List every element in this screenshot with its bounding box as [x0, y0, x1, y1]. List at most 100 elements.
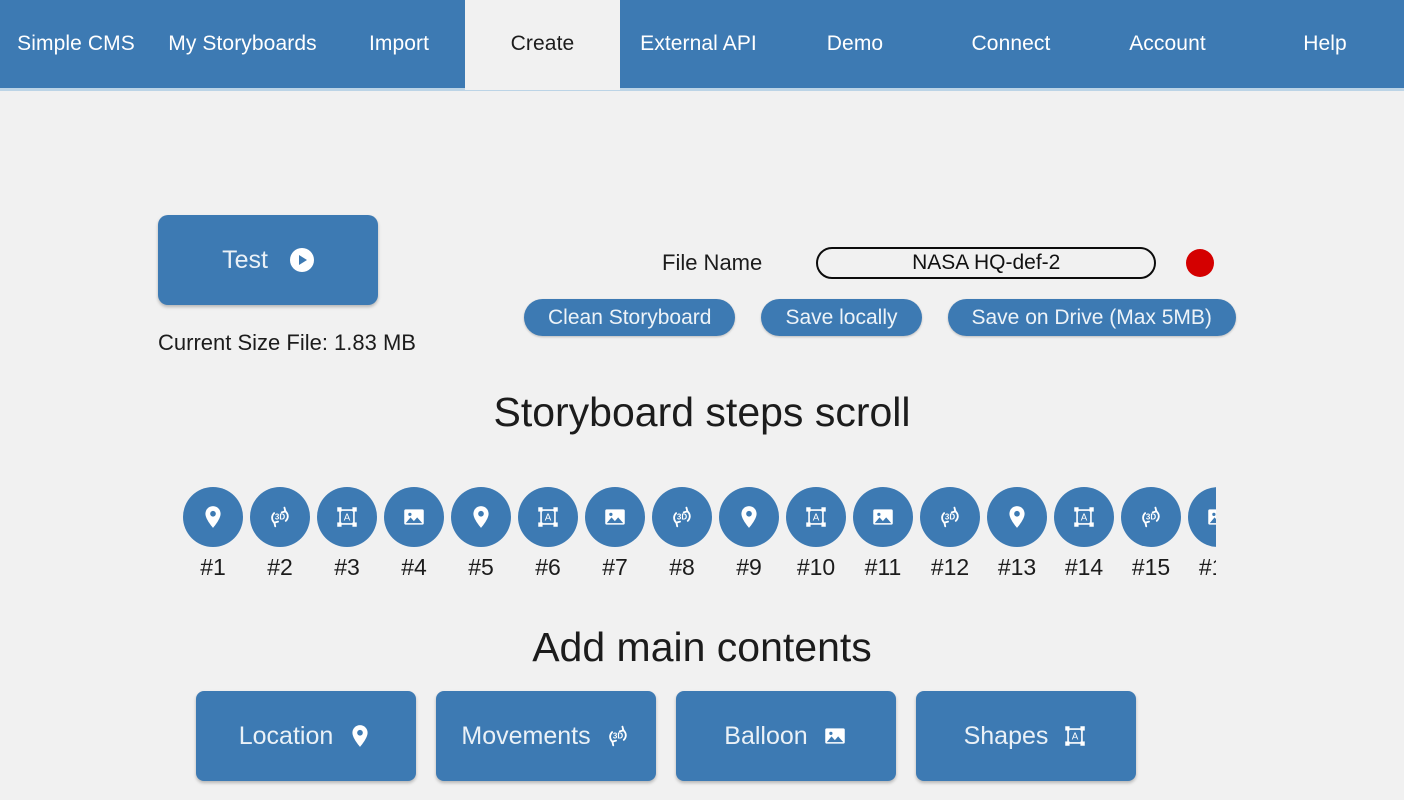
current-size-file-text: Current Size File: 1.83 MB [158, 330, 416, 355]
svg-text:3D: 3D [612, 732, 622, 741]
nav-item-my-storyboards[interactable]: My Storyboards [152, 0, 333, 90]
shapes-icon: A [1062, 723, 1088, 749]
nav-item-account[interactable]: Account [1089, 0, 1246, 90]
nav-item-help[interactable]: Help [1246, 0, 1404, 90]
storyboard-step[interactable]: 3D #15 [1121, 487, 1181, 581]
page-body: Test Current Size File: 1.83 MB File Nam… [0, 91, 1404, 797]
step-circle[interactable]: A [518, 487, 578, 547]
test-button[interactable]: Test [158, 215, 378, 305]
step-circle[interactable]: 3D [652, 487, 712, 547]
step-label: #13 [997, 554, 1037, 580]
add-main-contents-title: Add main contents [532, 624, 872, 670]
nav-item-label: Account [1129, 32, 1206, 55]
test-button-label: Test [222, 245, 268, 274]
storyboard-step[interactable]: A#3 [317, 487, 377, 581]
storyboard-step[interactable]: #4 [384, 487, 444, 581]
step-circle[interactable]: A [1054, 487, 1114, 547]
step-label: #7 [602, 554, 628, 580]
storyboard-step[interactable]: A #14 [1054, 487, 1114, 581]
step-label: #16 [1198, 554, 1216, 580]
nav-item-connect[interactable]: Connect [933, 0, 1089, 90]
storyboard-step[interactable]: #5 [451, 487, 511, 581]
step-label: #11 [864, 554, 902, 580]
status-indicator-dot [1186, 249, 1215, 277]
storyboard-step[interactable]: A#6 [518, 487, 578, 581]
svg-text:3D: 3D [1146, 513, 1156, 522]
nav-item-create[interactable]: Create [465, 0, 620, 90]
storyboard-steps-title: Storyboard steps scroll [493, 389, 911, 435]
step-circle[interactable]: 3D [250, 487, 310, 547]
step-circle[interactable]: 3D [1121, 487, 1181, 547]
shapes-icon: A [1071, 504, 1097, 530]
svg-text:A: A [1072, 732, 1079, 743]
step-circle[interactable] [719, 487, 779, 547]
save-on-drive-button[interactable]: Save on Drive (Max 5MB) [947, 299, 1236, 336]
step-label: #14 [1064, 554, 1104, 580]
storyboard-step[interactable]: 3D#8 [652, 487, 712, 581]
step-circle[interactable]: A [317, 487, 377, 547]
rotate-3d-icon: 3D [267, 504, 293, 530]
nav-item-import[interactable]: Import [333, 0, 465, 90]
clean-storyboard-button[interactable]: Clean Storyboard [524, 299, 736, 336]
nav-item-label: My Storyboards [168, 32, 317, 55]
save-actions-row: Clean Storyboard Save locally Save on Dr… [524, 299, 1236, 336]
top-navigation-bar: Simple CMS My Storyboards Import Create Exte… [0, 0, 1404, 91]
nav-item-label: Import [368, 32, 430, 55]
step-label: #9 [736, 554, 762, 580]
svg-text:3D: 3D [945, 513, 955, 522]
step-circle[interactable] [451, 487, 511, 547]
storyboard-step[interactable]: #11 [853, 487, 913, 581]
nav-item-simple-cms[interactable]: Simple CMS [0, 0, 152, 90]
nav-item-label: Create [510, 32, 575, 55]
image-icon [822, 723, 848, 749]
step-label: #15 [1131, 554, 1171, 580]
step-circle[interactable]: 3D [920, 487, 980, 547]
save-locally-button[interactable]: Save locally [761, 299, 922, 336]
add-location-button[interactable]: Location [196, 691, 416, 781]
storyboard-step[interactable]: A #10 [786, 487, 846, 581]
step-label: #10 [796, 554, 836, 580]
step-circle[interactable]: A [786, 487, 846, 547]
nav-item-label: Help [1303, 32, 1347, 55]
location-pin-icon [736, 504, 762, 530]
step-label: #1 [200, 554, 226, 580]
nav-item-label: Demo [826, 32, 884, 55]
add-balloon-button[interactable]: Balloon [676, 691, 896, 781]
storyboard-step[interactable]: #13 [987, 487, 1047, 581]
rotate-3d-icon: 3D [1138, 504, 1164, 530]
svg-text:A: A [1081, 513, 1088, 524]
svg-text:3D: 3D [275, 513, 285, 522]
storyboard-step[interactable]: #9 [719, 487, 779, 581]
step-circle[interactable] [987, 487, 1047, 547]
rotate-3d-icon: 3D [669, 504, 695, 530]
step-circle[interactable] [1188, 487, 1216, 547]
filename-row: File Name [662, 247, 1215, 279]
test-section: Test Current Size File: 1.83 MB [158, 215, 416, 356]
step-label: #12 [930, 554, 970, 580]
svg-text:A: A [344, 513, 351, 524]
location-pin-icon [347, 723, 373, 749]
filename-input[interactable] [816, 247, 1157, 279]
storyboard-step[interactable]: #7 [585, 487, 645, 581]
svg-text:3D: 3D [677, 513, 687, 522]
step-circle[interactable] [853, 487, 913, 547]
location-pin-icon [1004, 504, 1030, 530]
storyboard-step[interactable]: #1 [183, 487, 243, 581]
content-button-label: Balloon [724, 721, 808, 750]
rotate-3d-icon: 3D [937, 504, 963, 530]
storyboard-step[interactable]: #16 [1188, 487, 1216, 581]
step-circle[interactable] [585, 487, 645, 547]
storyboard-step[interactable]: 3D#2 [250, 487, 310, 581]
storyboard-step[interactable]: 3D #12 [920, 487, 980, 581]
content-button-label: Location [238, 721, 334, 750]
shapes-icon: A [803, 504, 829, 530]
step-circle[interactable] [183, 487, 243, 547]
nav-item-demo[interactable]: Demo [777, 0, 933, 90]
step-circle[interactable] [384, 487, 444, 547]
nav-item-external-api[interactable]: External API [620, 0, 777, 90]
nav-item-label: Connect [971, 32, 1051, 55]
